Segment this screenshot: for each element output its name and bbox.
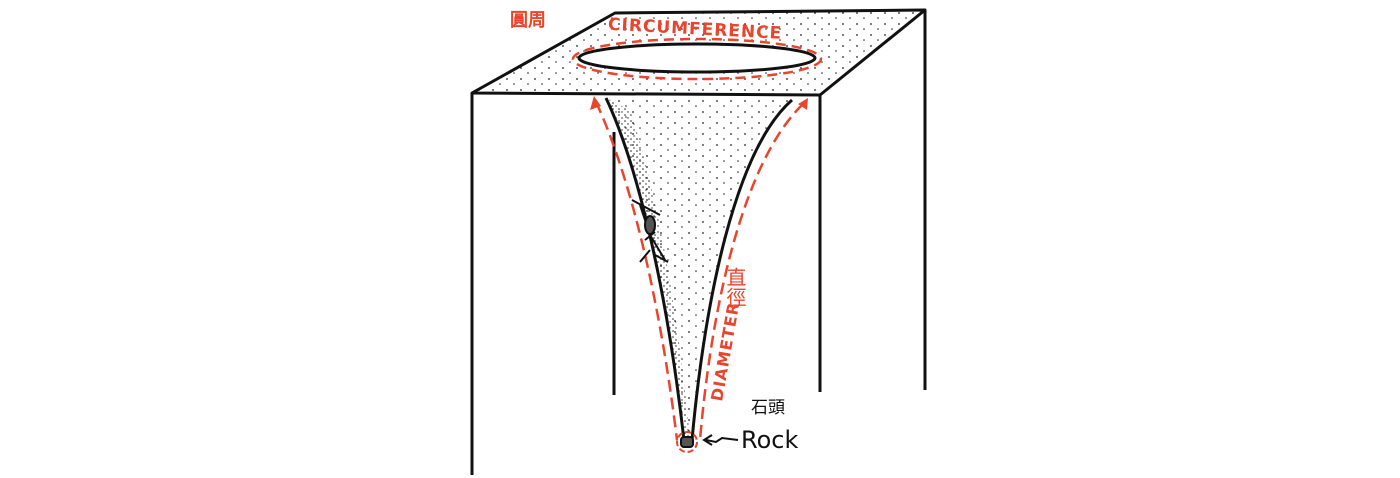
hole-opening <box>577 42 817 74</box>
diameter-zh-label: 直徑 <box>723 267 747 307</box>
circumference-zh-label: 圓周 <box>510 10 546 31</box>
arrowhead-right-icon <box>798 98 808 110</box>
rock-pointer-arrow-icon <box>702 434 739 446</box>
rock-zh-label: 石頭 <box>751 398 785 418</box>
diameter-arrow-right <box>698 103 804 441</box>
rock <box>680 436 694 448</box>
climber-figure <box>631 199 669 263</box>
rock-en-label: Rock <box>741 426 798 454</box>
funnel-left-wall <box>604 97 686 441</box>
diameter-en-label: DIAMETER <box>707 300 743 402</box>
funnel-right-wall <box>690 98 793 441</box>
circumference-dashed <box>571 37 823 81</box>
arrowhead-left-icon <box>590 96 601 110</box>
diameter-arrow-left <box>594 101 679 441</box>
funnel-body <box>606 98 792 440</box>
funnel-shade <box>606 98 690 440</box>
rock-circle <box>676 431 698 453</box>
